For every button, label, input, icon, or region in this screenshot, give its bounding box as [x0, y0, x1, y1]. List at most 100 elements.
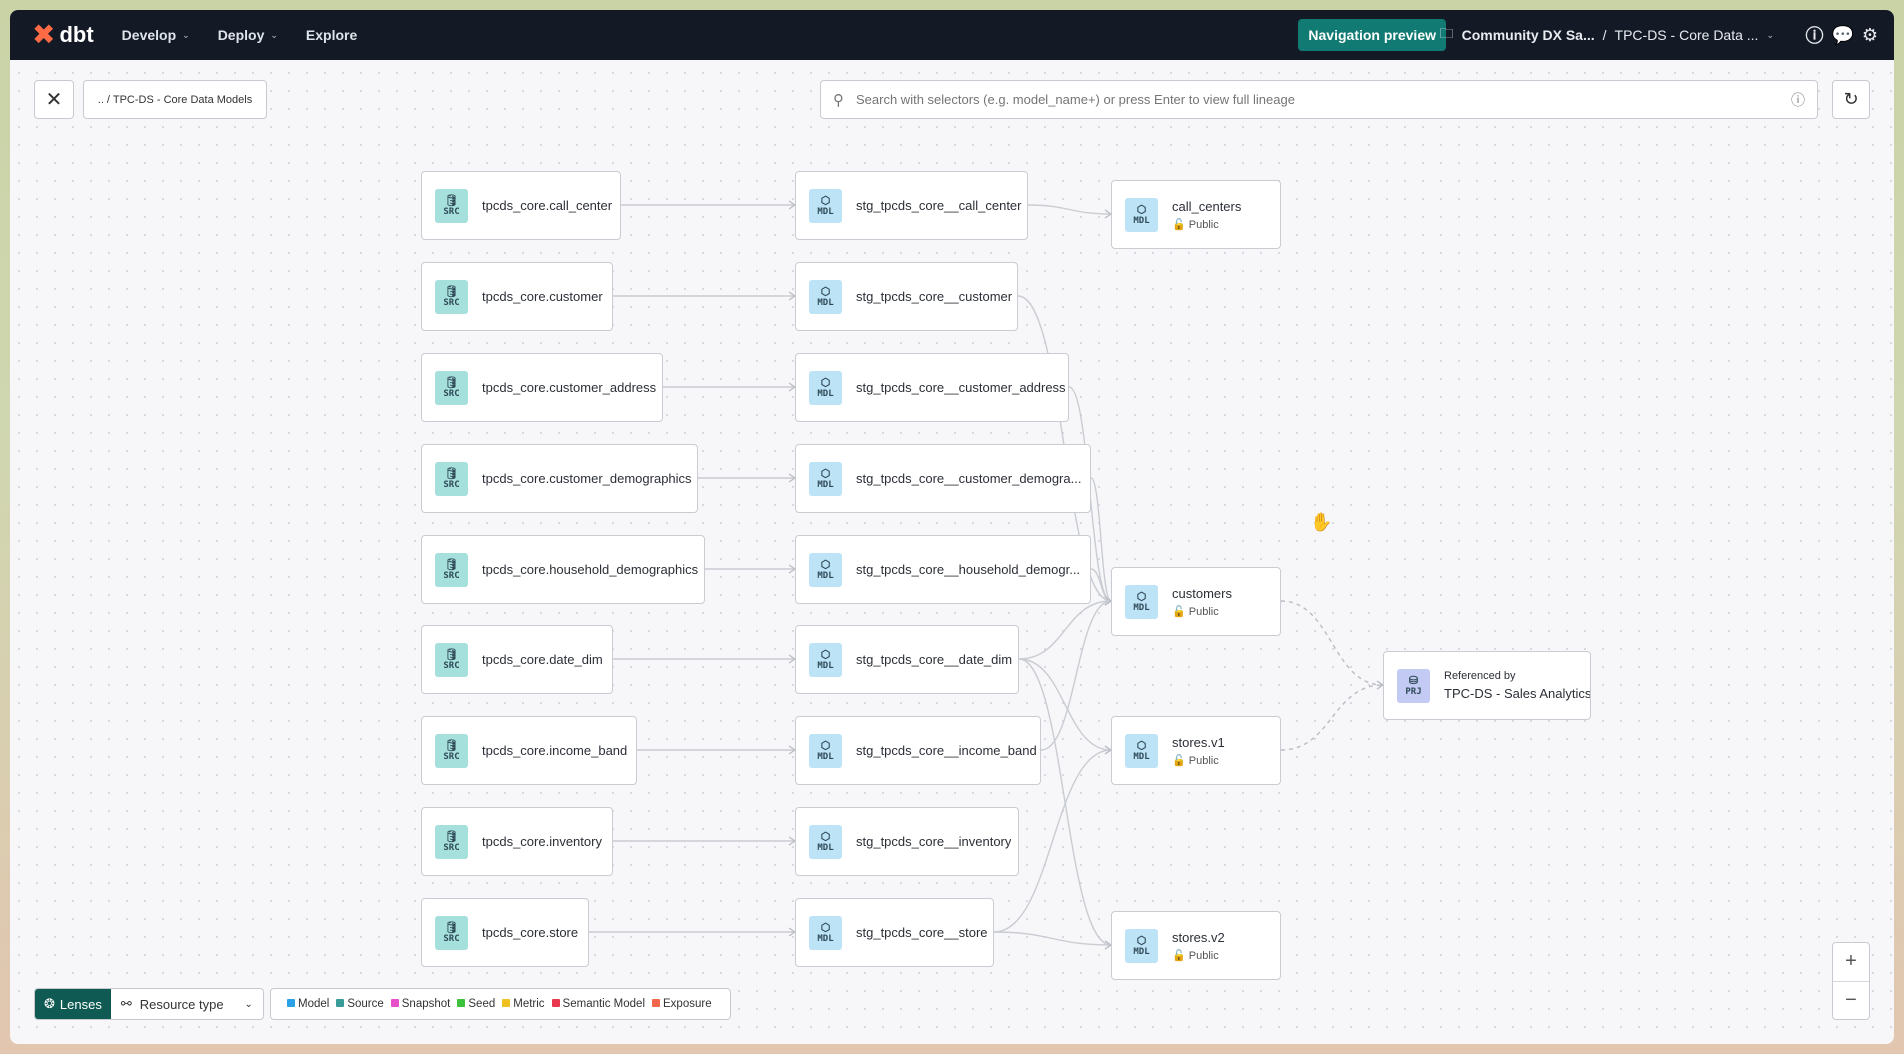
legend-item-metric[interactable]: Metric	[502, 998, 545, 1010]
resource-legend: Model Source Snapshot Seed Metric Semantic Mo…	[270, 988, 731, 1020]
feedback-icon[interactable]: 💬	[1831, 24, 1854, 45]
node-text: stg_tpcds_core__customer_demogra...	[856, 471, 1081, 486]
node-text: tpcds_core.customer	[482, 289, 603, 304]
database-icon: 🛢	[444, 920, 459, 934]
node-name: stores.v1	[1172, 734, 1225, 750]
node-name: tpcds_core.call_center	[482, 198, 613, 213]
source-node[interactable]: 🛢SRC tpcds_core.customer_demographics	[421, 444, 698, 513]
badge-label: MDL	[817, 570, 834, 581]
source-badge: 🛢SRC	[435, 188, 468, 223]
search-field[interactable]: ⚲ ⓘ	[820, 80, 1818, 119]
model-badge: ⬡MDL	[809, 370, 842, 405]
legend-item-snapshot[interactable]: Snapshot	[390, 998, 450, 1010]
badge-label: MDL	[1133, 215, 1150, 226]
legend-item-exposure[interactable]: Exposure	[652, 998, 712, 1010]
help-icon[interactable]: ⓘ	[1805, 26, 1824, 46]
model-node[interactable]: ⬡MDL stg_tpcds_core__household_demogr...	[795, 535, 1091, 604]
node-text: stg_tpcds_core__store	[856, 925, 988, 940]
badge-label: MDL	[1133, 946, 1150, 957]
project-name: TPC-DS - Core Data ...	[1614, 27, 1759, 43]
source-badge: 🛢SRC	[435, 461, 468, 496]
dbt-logo[interactable]: ✖dbt	[32, 21, 94, 49]
dbt-logo-icon: ✖	[32, 19, 56, 50]
cube-icon: ⬡	[820, 375, 831, 389]
database-icon: 🛢	[444, 647, 459, 661]
refresh-button[interactable]: ↻	[1832, 80, 1870, 119]
lineage-edge	[1018, 658, 1112, 946]
node-name: stg_tpcds_core__inventory	[856, 834, 1012, 849]
lineage-edge	[1018, 600, 1112, 660]
zoom-in-button[interactable]: +	[1845, 950, 1857, 973]
nav-explore-label: Explore	[305, 27, 358, 43]
zoom-out-button[interactable]: −	[1833, 980, 1869, 1020]
model-badge: ⬡MDL	[809, 461, 842, 496]
model-badge: ⬡MDL	[809, 824, 842, 859]
resource-type-dropdown[interactable]: ⚯Resource type⌄	[111, 989, 263, 1019]
legend-item-source[interactable]: Source	[336, 998, 384, 1010]
badge-label: SRC	[443, 297, 460, 308]
badge-label: SRC	[443, 842, 460, 853]
node-name: tpcds_core.store	[482, 925, 579, 940]
gear-icon[interactable]: ⚙	[1861, 24, 1878, 45]
cube-icon: ⬡	[820, 738, 831, 752]
node-name: stg_tpcds_core__customer_demogra...	[856, 471, 1082, 486]
legend-item-model[interactable]: Model	[287, 998, 329, 1010]
nav-explore[interactable]: Explore	[306, 27, 357, 43]
cube-icon: ⬡	[820, 284, 831, 298]
legend-item-semantic-model[interactable]: Semantic Model	[551, 998, 645, 1010]
node-name: stg_tpcds_core__income_band	[856, 743, 1037, 758]
source-badge: 🛢SRC	[435, 552, 468, 587]
lineage-edge	[993, 931, 1112, 946]
badge-label: SRC	[443, 479, 460, 490]
lenses-button[interactable]: ❂Lenses	[35, 989, 111, 1019]
nav-develop[interactable]: Develop⌄	[122, 27, 190, 43]
close-button[interactable]: ✕	[34, 80, 74, 119]
lineage-edge	[1027, 204, 1112, 215]
access-public: 🔓 Public	[1172, 754, 1219, 767]
legend-swatch	[652, 999, 661, 1007]
model-badge: ⬡MDL	[1125, 928, 1158, 963]
project-switcher[interactable]: 🗀 Community DX Sa... / TPC-DS - Core Dat…	[1440, 10, 1774, 60]
navigation-preview-button[interactable]: Navigation preview	[1298, 19, 1446, 51]
nav-deploy[interactable]: Deploy⌄	[218, 27, 278, 43]
node-text: call_centers🔓 Public	[1172, 199, 1241, 231]
model-node[interactable]: ⬡MDL stg_tpcds_core__inventory	[795, 807, 1019, 876]
legend-item-seed[interactable]: Seed	[457, 998, 495, 1010]
model-node[interactable]: ⬡MDL stg_tpcds_core__customer_demogra...	[795, 444, 1091, 513]
breadcrumb[interactable]: .. / TPC-DS - Core Data Models	[83, 80, 267, 119]
node-text: tpcds_core.date_dim	[482, 652, 603, 667]
nodes-icon: ⚯	[120, 996, 132, 1011]
legend-swatch	[457, 999, 466, 1007]
lineage-edge	[1090, 568, 1112, 602]
node-name: tpcds_core.customer_demographics	[482, 471, 692, 486]
info-icon[interactable]: ⓘ	[1791, 91, 1805, 108]
search-input[interactable]	[856, 92, 1779, 107]
model-badge: ⬡MDL	[809, 552, 842, 587]
source-node[interactable]: 🛢SRC tpcds_core.call_center	[421, 171, 621, 240]
project-icon: ⛁	[1408, 673, 1419, 687]
source-node[interactable]: 🛢SRC tpcds_core.inventory	[421, 807, 613, 876]
badge-label: PRJ	[1405, 686, 1422, 697]
source-badge: 🛢SRC	[435, 370, 468, 405]
node-text: stg_tpcds_core__household_demogr...	[856, 562, 1080, 577]
source-badge: 🛢SRC	[435, 824, 468, 859]
node-text: tpcds_core.inventory	[482, 834, 602, 849]
legend-swatch	[336, 999, 345, 1007]
